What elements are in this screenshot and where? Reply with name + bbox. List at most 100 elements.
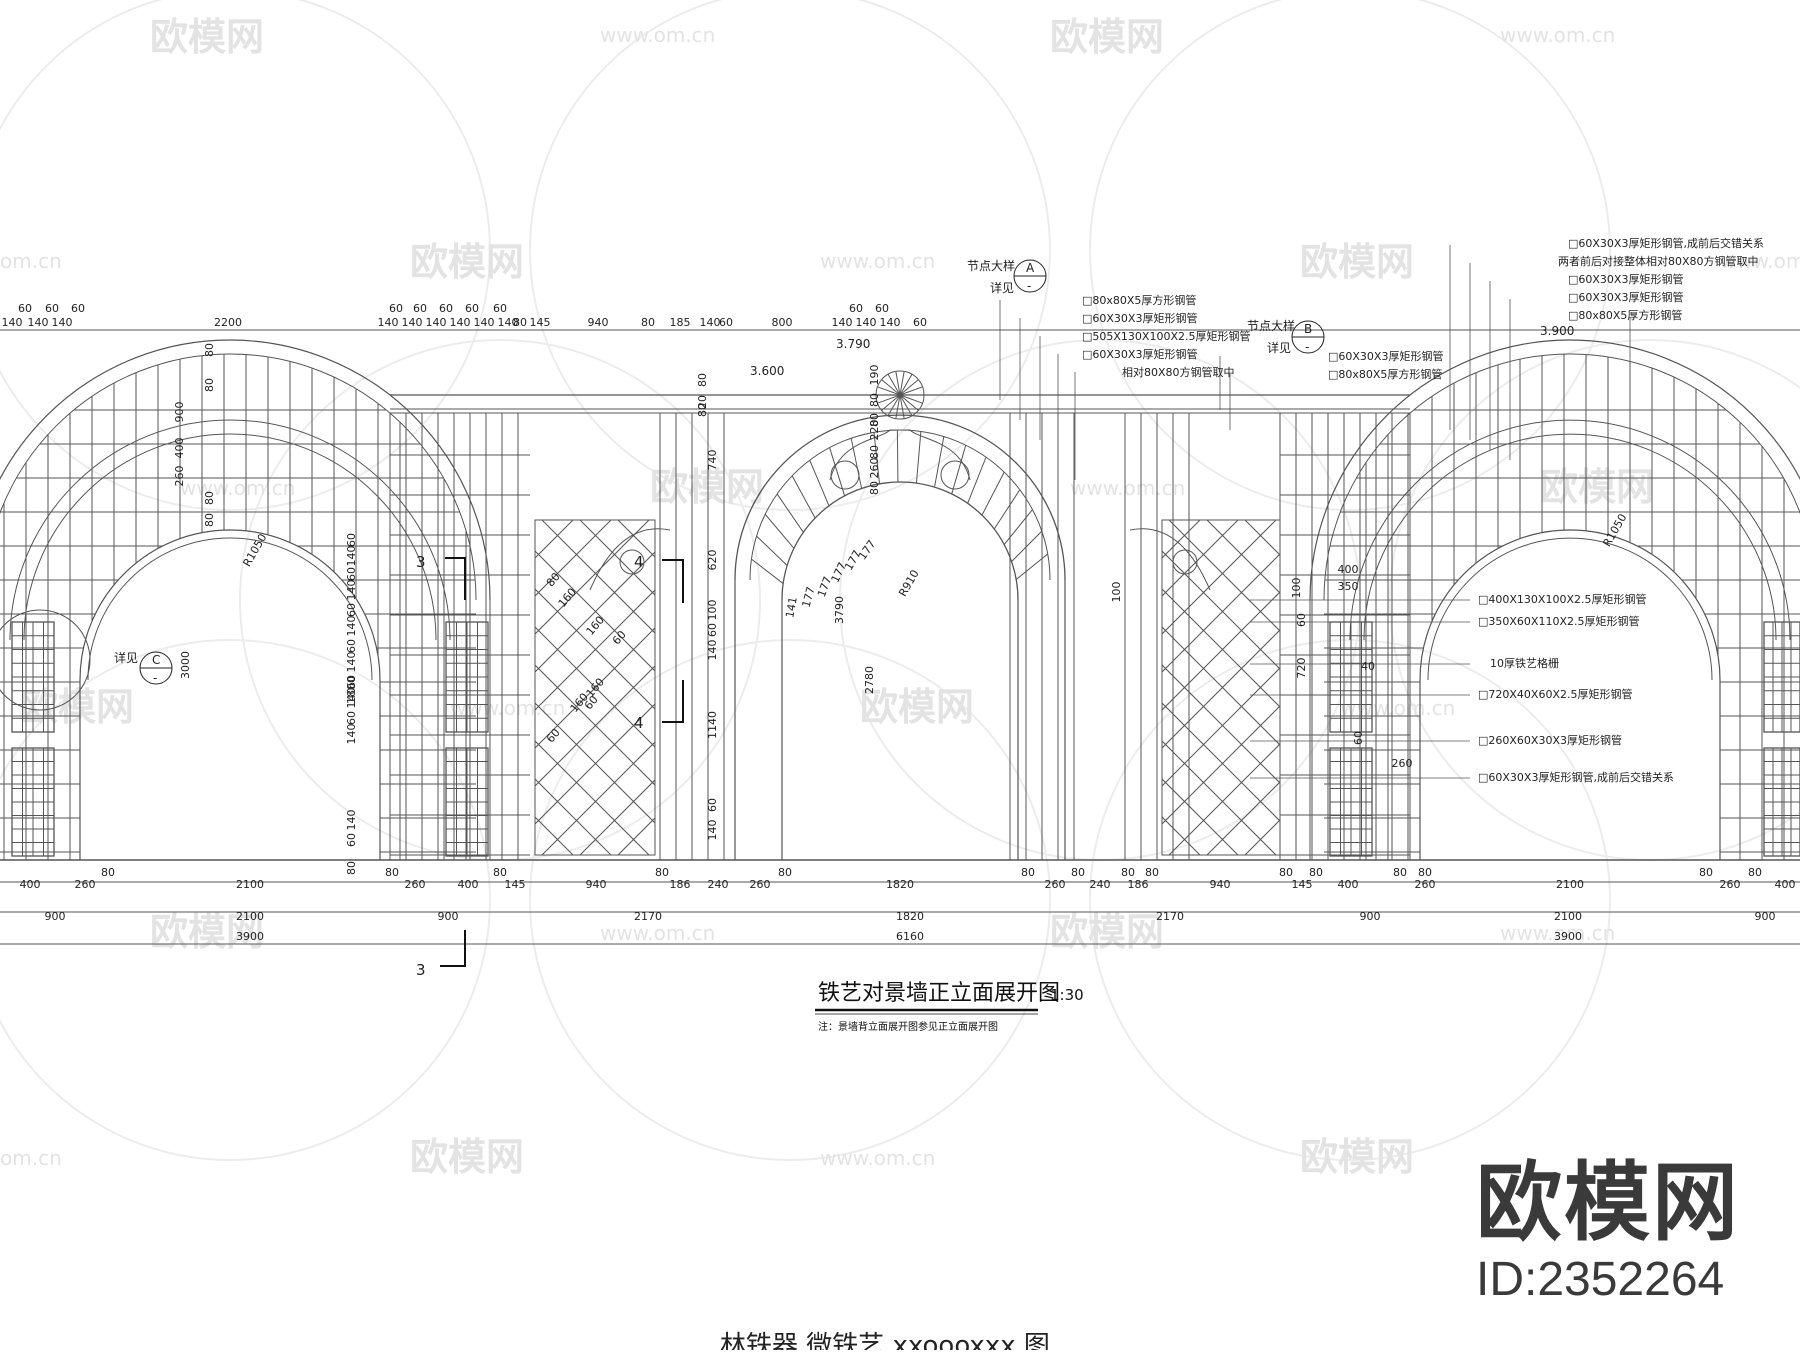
material-label: □60X30X3厚矩形钢管 [1082,347,1197,361]
outer-arch [0,339,491,601]
dimension-text: 60 [18,302,32,315]
watermark-brand: 欧模网 [410,1135,524,1179]
central-arch-inner [781,481,1019,601]
material-label: □60X30X3厚矩形钢管 [1082,311,1197,325]
callout-dash: - [1027,279,1031,293]
lattice-bar [1168,743,1280,855]
dimension-text: 185 [670,316,691,329]
lattice-bar [1162,778,1239,855]
material-label: □505X130X100X2.5厚矩形钢管 [1082,329,1250,343]
watermark-brand: 欧模网 [1540,465,1654,509]
middle-arch [9,419,451,641]
dimension-text: 80 [696,403,709,417]
lattice-bar [1162,667,1280,787]
elevation-markers: 3.790 3.600 3.900 [750,324,1574,378]
lattice-grid [1162,520,1280,855]
section-marks: 3 4 4 3 [416,553,684,979]
lattice-bar [1162,553,1280,673]
section-mark-line [445,557,466,600]
dimension-text: 6160 [896,930,924,943]
dimension-text: 80 [493,866,507,879]
dimension-text: 80 [1121,866,1135,879]
section-mark-line [662,680,684,723]
dimension-text: 60 [345,833,358,847]
watermark-url: www.om.cn [820,1146,935,1170]
dimension-text: 400 [173,438,186,459]
central-arch-outer [734,414,1066,581]
dimension-text: 140 [832,316,853,329]
dimension-text: 140 [426,316,447,329]
dimension-text: 140 [345,810,358,831]
keystone-scroll [829,429,971,481]
dimension-text: 80 [101,866,115,879]
brand-id: ID:2352264 [1476,1253,1725,1306]
drawing-title: 铁艺对景墙正立面展开图 [818,981,1060,1006]
lattice-bar [535,778,612,855]
middle-arch [1349,419,1791,641]
brand-stamp: 欧模网 ID:2352264 [1476,1160,1740,1307]
dimension-text: 80 [1279,866,1293,879]
dimension-text: 3000 [179,651,192,679]
crown-ray [899,394,923,404]
lattice-bar [535,854,536,855]
dimension-text: 140 [345,652,358,673]
material-label: □80x80X5厚方形钢管 [1568,308,1682,322]
inner-arch [1419,529,1721,681]
lattice-bar [541,520,655,634]
dimension-text: 145 [1292,878,1313,891]
lattice-bar [1162,520,1239,597]
dimension-text: 1800 [345,676,358,704]
dimension-text: 60 [706,798,719,812]
watermark-url: www.om.cn [1070,476,1185,500]
lattice-bar [1162,629,1280,749]
dimension-text: 60 [849,302,863,315]
dimension-text: 2780 [863,666,876,694]
dimension-text: 40 [1361,660,1375,673]
dimension-text: 720 [1295,658,1308,679]
lattice-bar [535,520,536,521]
dimension-text: 140 [450,316,471,329]
dimension-text: 80 [544,570,563,589]
drawing-scale: 1:30 [1050,986,1084,1004]
dimension-text: 140 [402,316,423,329]
dimension-text: 140 [706,820,719,841]
drawing-note: 注：景墙背立面展开图参见正立面展开图 [818,1020,998,1033]
dimension-text: 80 [513,316,527,329]
voussoir-line [1011,530,1043,562]
dimension-text: 260 [1415,878,1436,891]
cut-off-title: 林铁器 微铁艺 xxoooxxx 图 [720,1331,1050,1350]
lattice-bar [1162,705,1280,825]
voussoir-line [951,445,967,495]
dimension-text: 177 [800,585,818,609]
dimension-text: 60 [1295,613,1308,627]
dimension-text: R910 [896,568,922,599]
middle-arch [23,433,437,641]
dimension-text: 260 [750,878,771,891]
material-label: 相对80X80方钢管取中 [1122,365,1235,379]
dimension-text: 80 [868,445,881,459]
lattice-bar [1162,520,1277,635]
dimension-text: 60 [345,567,358,581]
voussoir-line [1003,509,1033,545]
dimension-text: 60 [544,726,563,745]
lattice-bar [535,520,612,597]
section-mark-4: 4 [634,553,644,571]
dimension-text: 60 [413,302,427,315]
material-label: □60X30X3厚矩形钢管 [1568,290,1683,304]
dimension-text: 1140 [706,711,719,739]
watermark-brand: 欧模网 [410,240,524,284]
lattice-bar [535,551,655,673]
lattice-bar [808,520,1143,855]
dimension-text: 940 [588,316,609,329]
dimension-text: 260 [1392,757,1413,770]
watermark-brand: 欧模网 [1300,240,1414,284]
crown-ray [899,371,905,396]
lattice-bar [535,665,655,787]
dimension-text: 140 [498,316,519,329]
dimension-text: 240 [708,878,729,891]
scroll-curl [830,460,860,490]
lattice-bar [1168,520,1280,632]
voussoir-line [850,438,863,489]
material-label: □60X30X3厚矩形钢管,成前后交错关系 [1478,770,1674,784]
